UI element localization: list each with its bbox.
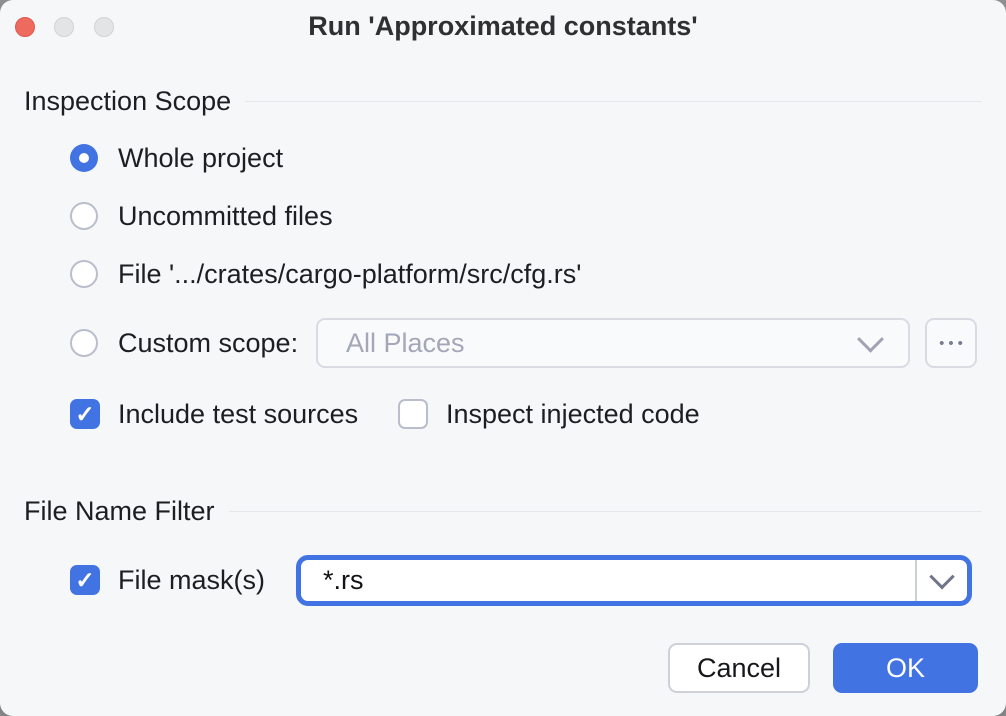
zoom-button	[94, 17, 114, 37]
radio-current-file[interactable]: File '.../crates/cargo-platform/src/cfg.…	[70, 257, 581, 291]
radio-uncommitted-files[interactable]: Uncommitted files	[70, 199, 333, 233]
radio-selected-icon[interactable]	[70, 144, 98, 172]
ellipsis-icon: •••	[939, 334, 967, 352]
section-divider	[228, 510, 982, 512]
minimize-button	[54, 17, 74, 37]
chevron-down-icon	[929, 563, 955, 589]
inspection-scope-title: Inspection Scope	[24, 85, 232, 116]
checkbox-label: File mask(s)	[118, 564, 265, 595]
checkbox-include-test-sources[interactable]: ✓ Include test sources	[70, 397, 358, 431]
check-icon: ✓	[75, 566, 95, 593]
check-icon: ✓	[75, 400, 95, 427]
dialog-title: Run 'Approximated constants'	[308, 11, 698, 41]
inspection-scope-section-header: Inspection Scope	[24, 85, 982, 117]
checkbox-checked-icon[interactable]: ✓	[70, 399, 100, 429]
browse-scopes-button[interactable]: •••	[925, 318, 977, 368]
checkbox-label: Include test sources	[118, 398, 359, 429]
file-mask-combobox[interactable]	[296, 555, 972, 606]
cancel-button[interactable]: Cancel	[668, 643, 810, 693]
file-name-filter-title: File Name Filter	[24, 495, 215, 526]
radio-unselected-icon[interactable]	[70, 202, 98, 230]
file-mask-input[interactable]	[301, 560, 915, 601]
radio-label: Custom scope:	[118, 327, 299, 358]
radio-label: Whole project	[118, 142, 284, 173]
radio-unselected-icon[interactable]	[70, 260, 98, 288]
radio-unselected-icon[interactable]	[70, 329, 98, 357]
title-bar: Run 'Approximated constants'	[0, 0, 1006, 52]
radio-custom-scope[interactable]: Custom scope:	[70, 326, 298, 360]
checkbox-file-masks[interactable]: ✓ File mask(s)	[70, 563, 265, 597]
close-button[interactable]	[15, 17, 35, 37]
chevron-down-icon	[857, 325, 884, 353]
file-mask-dropdown-button[interactable]	[915, 560, 967, 601]
checkbox-unchecked-icon[interactable]	[398, 399, 428, 429]
checkbox-checked-icon[interactable]: ✓	[70, 565, 100, 595]
custom-scope-value: All Places	[346, 327, 465, 358]
radio-label: File '.../crates/cargo-platform/src/cfg.…	[118, 258, 582, 289]
ok-button[interactable]: OK	[833, 643, 978, 693]
checkbox-inspect-injected-code[interactable]: Inspect injected code	[398, 397, 700, 431]
section-divider	[245, 100, 982, 102]
ok-button-label: OK	[885, 652, 925, 683]
cancel-button-label: Cancel	[696, 652, 782, 683]
checkbox-label: Inspect injected code	[446, 398, 700, 429]
custom-scope-combobox[interactable]: All Places	[316, 318, 910, 368]
radio-whole-project[interactable]: Whole project	[70, 141, 283, 175]
radio-label: Uncommitted files	[118, 200, 333, 231]
file-name-filter-section-header: File Name Filter	[24, 495, 982, 527]
